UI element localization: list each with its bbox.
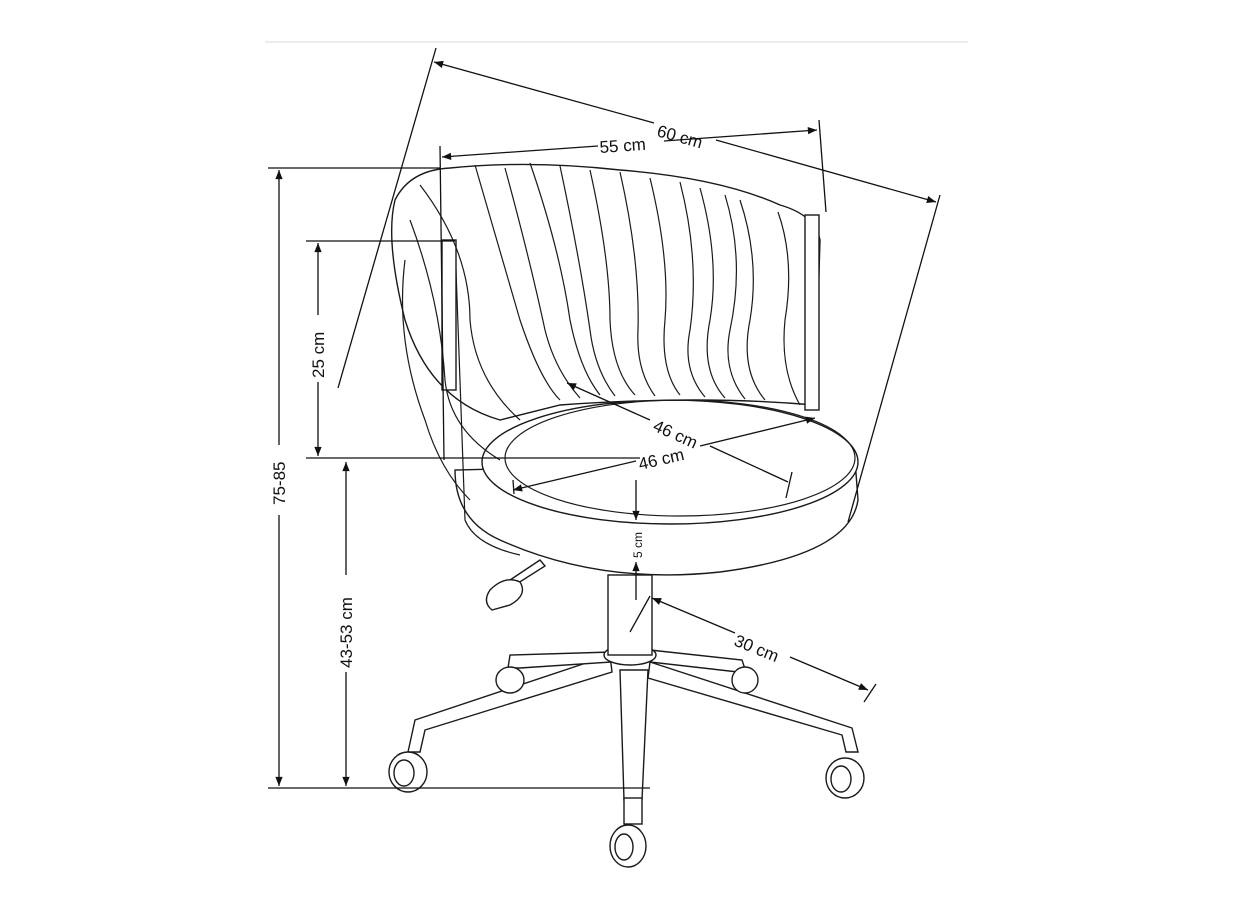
chair-illustration (388, 162, 865, 868)
caster (825, 757, 865, 799)
label-total-height: 75-85 (270, 462, 289, 505)
dimension-5cm: 5 cm (631, 480, 645, 600)
caster (495, 666, 525, 694)
caster (731, 666, 759, 694)
label-seat-height: 43-53 cm (337, 597, 356, 668)
dimension-43-53cm: 43-53 cm (337, 461, 356, 786)
label-backrest-height: 25 cm (309, 332, 328, 378)
dimension-25cm: 25 cm (306, 240, 640, 459)
dimension-55cm: 55 cm (439, 119, 827, 461)
caster (609, 797, 647, 868)
label-backrest-width: 55 cm (599, 135, 647, 157)
label-overall-depth: 60 cm (655, 122, 705, 153)
dimension-75-85: 75-85 (268, 167, 650, 789)
label-seat-thickness: 5 cm (631, 532, 645, 558)
caster (388, 751, 428, 793)
